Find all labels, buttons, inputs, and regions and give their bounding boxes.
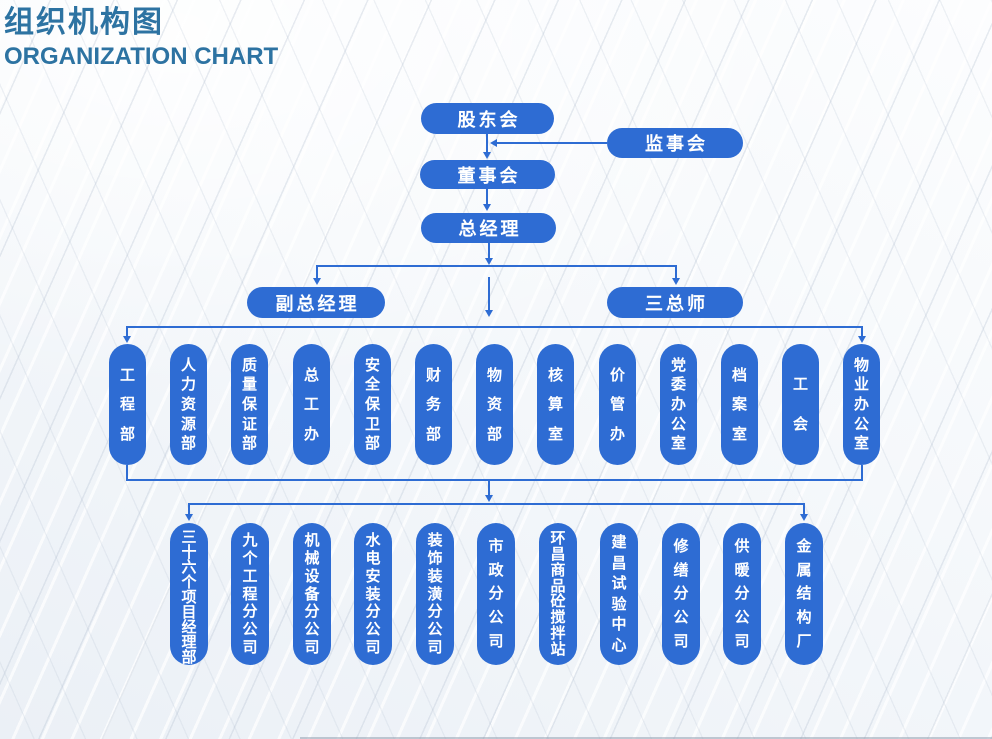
dept-box-price-management: 价管办 — [599, 344, 636, 465]
subsidiary-box-metal-structure-factory: 金属结构厂 — [785, 523, 823, 665]
line-departments-bus-top — [126, 326, 863, 328]
arrow-down-icon — [672, 278, 680, 285]
line-subsidiaries-bus — [188, 503, 805, 505]
arrow-down-icon — [313, 278, 321, 285]
subsidiary-box-municipal: 市政分公司 — [477, 523, 515, 665]
node-general-manager: 总经理 — [421, 213, 556, 243]
page-title: 组织机构图 ORGANIZATION CHART — [4, 5, 278, 70]
subsidiary-box-project-depts: 三十六个项目经理部 — [170, 523, 208, 665]
line-bus-to-first-subsidiary — [188, 504, 190, 514]
arrow-down-icon — [483, 204, 491, 211]
dept-box-quality-assurance: 质量保证部 — [231, 344, 268, 465]
node-board-of-directors: 董事会 — [420, 160, 555, 189]
line-gm-to-departments — [488, 277, 490, 310]
dept-box-engineering: 工程部 — [109, 344, 146, 465]
line-bus-to-last-subsidiary — [803, 504, 805, 514]
dept-box-property-office: 物业办公室 — [843, 344, 880, 465]
line-supervisory-to-chain — [497, 142, 607, 144]
subsidiary-box-testing-center: 建昌试验中心 — [600, 523, 638, 665]
subsidiary-box-concrete-mixing-station: 环昌商品砼搅拌站 — [539, 523, 577, 665]
subsidiary-box-machinery-equipment: 机械设备分公司 — [293, 523, 331, 665]
line-shareholders-to-board — [486, 134, 488, 152]
subsidiary-box-decoration: 装饰装潢分公司 — [416, 523, 454, 665]
node-shareholders-meeting: 股东会 — [421, 103, 554, 134]
arrow-down-icon — [485, 310, 493, 317]
line-last-dept-stub — [861, 465, 863, 481]
line-departments-bus-bottom — [126, 479, 863, 481]
line-first-dept-stub — [126, 465, 128, 481]
line-gm-to-split — [488, 243, 490, 258]
dept-box-accounting: 核算室 — [537, 344, 574, 465]
line-bus-to-last-dept — [861, 327, 863, 336]
photo-edge-line — [300, 737, 992, 739]
node-supervisory-board: 监事会 — [607, 128, 743, 158]
dept-box-materials: 物资部 — [476, 344, 513, 465]
line-split-to-chiefs — [675, 266, 677, 278]
page-title-en: ORGANIZATION CHART — [4, 43, 279, 70]
subsidiary-box-water-electric: 水电安装分公司 — [354, 523, 392, 665]
arrow-down-icon — [185, 514, 193, 521]
dept-box-archives: 档案室 — [721, 344, 758, 465]
dept-box-human-resources: 人力资源部 — [170, 344, 207, 465]
arrow-down-icon — [123, 336, 131, 343]
subsidiary-box-heating-branch: 供暖分公司 — [723, 523, 761, 665]
line-bus-to-first-dept — [126, 327, 128, 336]
subsidiary-box-repair-branch: 修缮分公司 — [662, 523, 700, 665]
dept-box-labor-union: 工会 — [782, 344, 819, 465]
arrow-down-icon — [858, 336, 866, 343]
line-board-to-gm — [486, 189, 488, 204]
dept-box-party-committee-office: 党委办公室 — [660, 344, 697, 465]
subsidiary-box-engineering-branches: 九个工程分公司 — [231, 523, 269, 665]
dept-box-chief-engineer-office: 总工办 — [293, 344, 330, 465]
arrow-down-icon — [485, 258, 493, 265]
node-deputy-general-manager: 副总经理 — [247, 287, 385, 318]
line-split-deputy-chiefs — [316, 265, 677, 267]
node-three-chief-engineers: 三总师 — [607, 287, 743, 318]
line-departments-to-subsidiaries — [488, 481, 490, 495]
dept-box-security: 安全保卫部 — [354, 344, 391, 465]
arrow-down-icon — [483, 152, 491, 159]
arrow-down-icon — [800, 514, 808, 521]
dept-box-finance: 财务部 — [415, 344, 452, 465]
line-split-to-deputy — [316, 266, 318, 278]
arrow-left-icon — [490, 139, 497, 147]
arrow-down-icon — [485, 495, 493, 502]
page-title-cn: 组织机构图 — [4, 6, 164, 39]
